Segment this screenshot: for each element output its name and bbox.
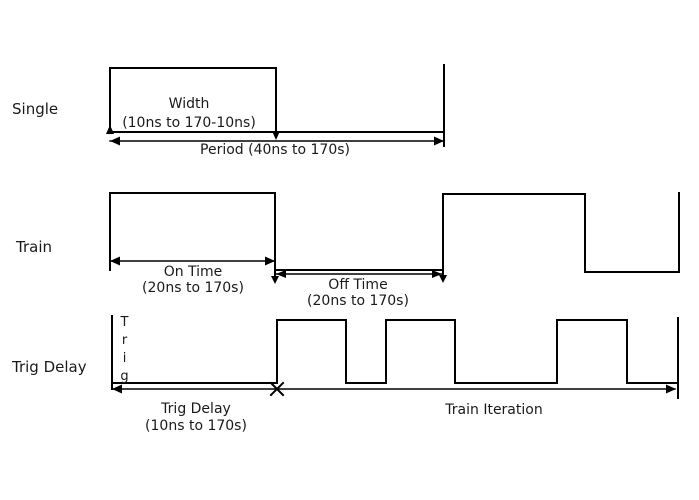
off-time-range: (20ns to 170s) bbox=[307, 292, 409, 309]
on-time-arrow-left-icon bbox=[110, 256, 120, 266]
single-waveform bbox=[106, 64, 445, 147]
width-start-tick-icon bbox=[106, 125, 114, 134]
trig-marker-vertical-text: Trig bbox=[117, 315, 132, 387]
width-end-tick-icon bbox=[272, 131, 280, 140]
trig-delay-range: (10ns to 170s) bbox=[145, 418, 247, 434]
period-label: Period (40ns to 170s) bbox=[200, 142, 350, 158]
trig-delay-waveform bbox=[111, 315, 679, 399]
off-time-annotation: Off Time (20ns to 170s) bbox=[307, 277, 409, 309]
trig-delay-annotation: Trig Delay (10ns to 170s) bbox=[145, 401, 247, 435]
train-iteration-label: Train Iteration bbox=[445, 402, 543, 418]
junction-x-marker-icon bbox=[269, 381, 285, 397]
on-time-arrow-right-icon bbox=[265, 256, 275, 266]
period-arrow-left-icon bbox=[110, 136, 120, 146]
on-time-range: (20ns to 170s) bbox=[142, 279, 244, 296]
on-time-annotation: On Time (20ns to 170s) bbox=[142, 264, 244, 296]
off-time-arrow-right-icon bbox=[432, 270, 442, 278]
trig-pulse-train bbox=[276, 319, 679, 384]
off-time-label: Off Time bbox=[328, 277, 388, 293]
train-pulse2 bbox=[442, 192, 680, 273]
train-pulse1 bbox=[109, 192, 276, 281]
row-label-trig-delay: Trig Delay bbox=[12, 358, 87, 376]
trig-delay-label: Trig Delay bbox=[161, 401, 231, 417]
width-range: (10ns to 170-10ns) bbox=[122, 115, 256, 131]
period-arrow-right-icon bbox=[434, 136, 444, 146]
train-edge1-arrow-down-icon bbox=[271, 276, 279, 284]
row-label-train: Train bbox=[16, 238, 52, 256]
on-time-label: On Time bbox=[163, 264, 223, 280]
row-label-single: Single bbox=[12, 100, 59, 118]
single-pulse bbox=[109, 67, 277, 133]
trig-delay-arrow-left-icon bbox=[112, 384, 122, 394]
train-iteration-arrow-right-icon bbox=[666, 384, 676, 394]
train-edge2-arrow-down-icon bbox=[439, 275, 447, 283]
off-time-arrow-left-icon bbox=[276, 270, 286, 278]
width-annotation: Width (10ns to 170-10ns) bbox=[122, 95, 256, 133]
train-waveform bbox=[109, 192, 680, 284]
width-label: Width bbox=[168, 96, 210, 112]
